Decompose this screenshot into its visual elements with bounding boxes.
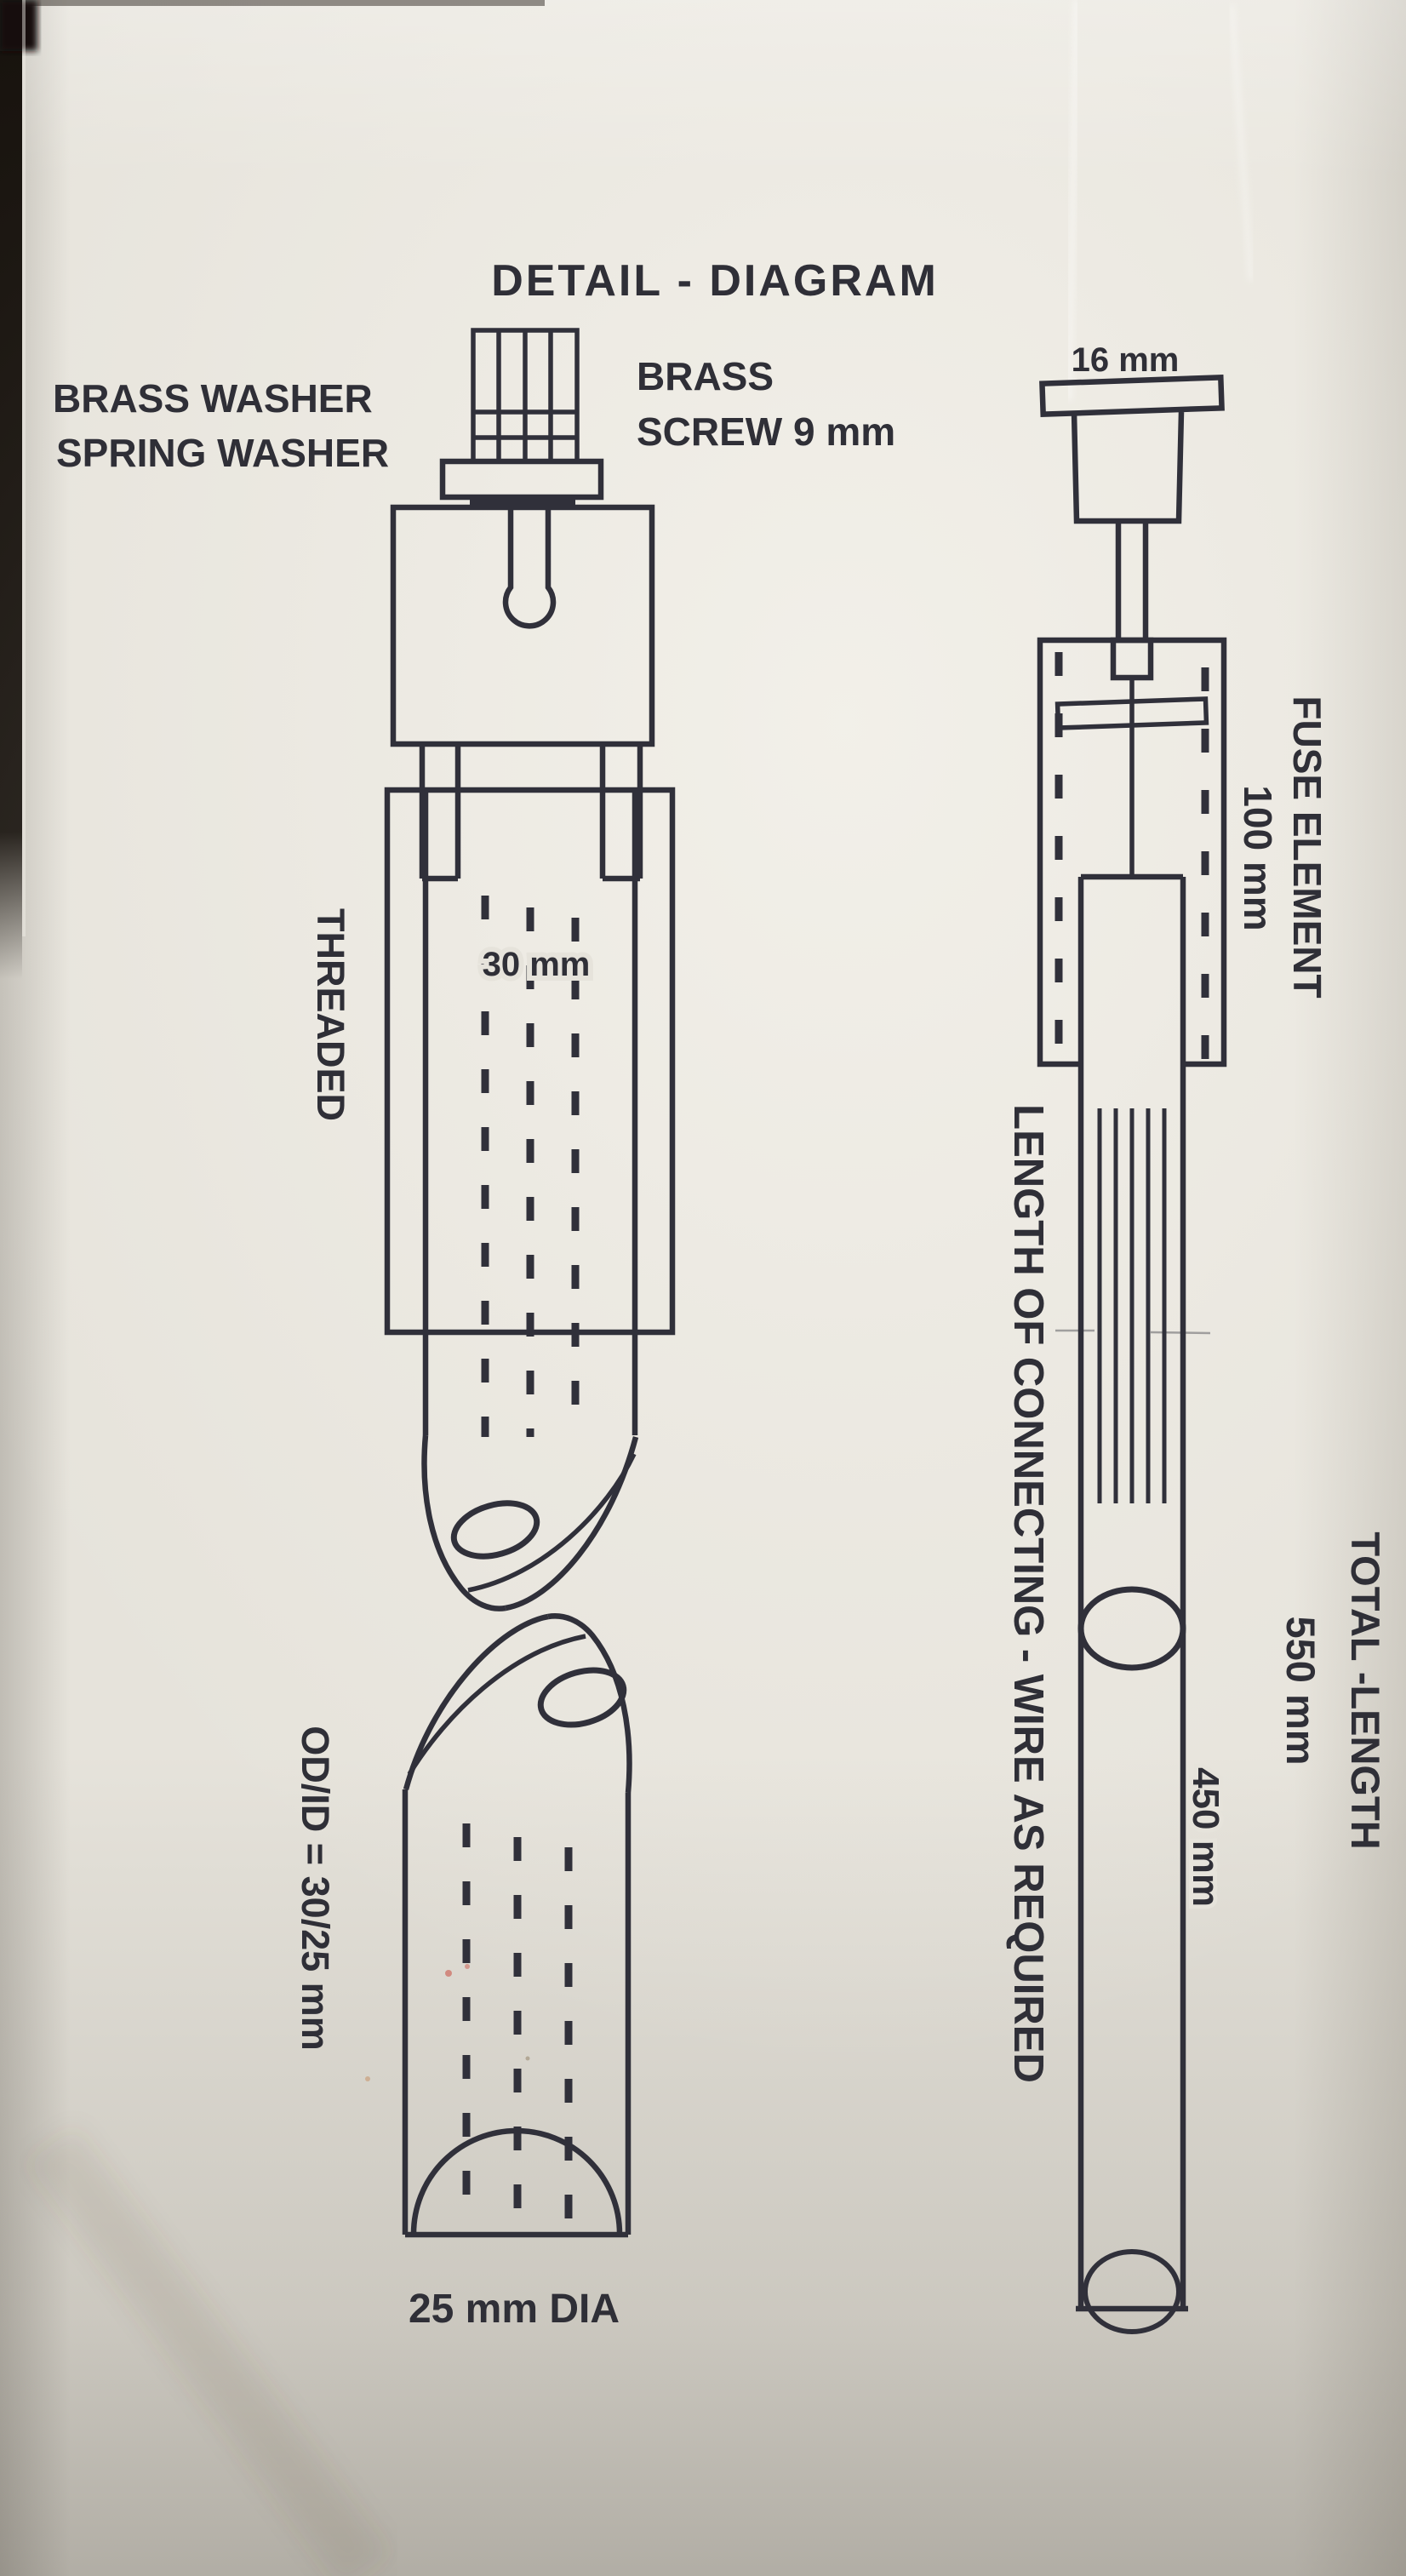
page-title: DETAIL - DIAGRAM (491, 256, 939, 306)
label-total-length-line1: TOTAL -LENGTH (1343, 1531, 1388, 1849)
label-fuse-element-line2: 100 mm (1236, 785, 1280, 930)
thread-dashes (481, 896, 580, 1437)
contact-prongs-drawing (419, 744, 643, 882)
brown-speck (525, 2056, 530, 2061)
fuse-barrel-drawing (1037, 637, 1227, 1068)
tube-end-ring (1083, 2249, 1181, 2334)
label-spring-washer: SPRING WASHER (56, 431, 389, 475)
fuse-dimension-view-drawing (1037, 374, 1227, 2334)
label-fuse-element-line1: FUSE ELEMENT (1285, 696, 1329, 998)
label-brass-screw-line2: SCREW 9 mm (637, 409, 895, 454)
cap-collar-drawing (1071, 411, 1185, 524)
label-inner-width: 30 mm (483, 946, 591, 983)
terminal-connector (1110, 637, 1154, 681)
brass-washer-drawing (439, 458, 604, 501)
fuse-side-view-drawing (384, 328, 676, 2238)
label-connecting-wire: LENGTH OF CONNECTING - WIRE AS REQUIRED (1005, 1104, 1051, 2083)
pink-speck (445, 1970, 452, 1977)
dome-end (410, 2127, 623, 2235)
construction-tick (1055, 1329, 1211, 1335)
drawing-labels: DETAIL - DIAGRAM BRASS WASHER SPRING WAS… (53, 256, 1388, 2332)
pink-speck (465, 1964, 470, 1969)
wire-hatch-lines (1097, 1108, 1167, 1503)
label-threaded: THREADED (309, 908, 352, 1121)
corner-shadow (26, 2127, 391, 2576)
top-contact-cap-drawing (1039, 374, 1225, 418)
crimp-eyelet-hole (537, 1667, 627, 1728)
keyhole-slot (502, 509, 557, 629)
label-brass-washer: BRASS WASHER (53, 376, 373, 421)
label-od-id: OD/ID = 30/25 mm (294, 1726, 337, 2050)
label-cap-width: 16 mm (1072, 341, 1180, 379)
brass-screw-drawing (471, 328, 580, 464)
thread-dashes (462, 1823, 573, 2224)
connecting-tube-drawing (1055, 873, 1211, 2334)
top-left-corner (0, 0, 37, 51)
lower-tube-drawing (402, 1789, 632, 2238)
label-brass-screw-line1: BRASS (637, 354, 774, 398)
tube-bead (1077, 1586, 1186, 1671)
cap-stem-drawing (1115, 521, 1149, 642)
crimp-eyelet-hole (450, 1500, 540, 1560)
barrel-dashes (1054, 652, 1209, 1061)
top-page-edge (0, 0, 545, 6)
left-page-edge (0, 0, 22, 979)
paper-edge-shadows (0, 0, 1254, 2576)
label-wire-length: 450 mm (1185, 1767, 1226, 1907)
paper-specks (365, 1964, 530, 2081)
label-total-length-line2: 550 mm (1278, 1616, 1323, 1765)
brown-speck (365, 2076, 370, 2081)
crease-line (1229, 4, 1254, 282)
crease-line (1066, 0, 1080, 401)
terminal-block-drawing (390, 504, 655, 747)
threaded-barrel-drawing (384, 787, 676, 1437)
crimped-joint-drawing (403, 1434, 639, 1794)
label-outer-dia: 25 mm DIA (409, 2287, 620, 2332)
